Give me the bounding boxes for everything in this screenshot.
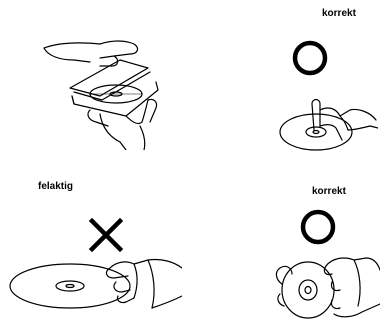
incorrect-symbol [88, 218, 124, 252]
incorrect-label: felaktig [38, 181, 73, 192]
correct-symbol-bottom [298, 207, 338, 247]
correct-label-bottom: korrekt [312, 186, 346, 197]
hand-surface-disc-icon [6, 252, 182, 316]
correct-label-top: korrekt [322, 8, 356, 19]
finger-center-disc-icon [278, 90, 378, 155]
hand-disc-case-icon [30, 30, 180, 150]
disc-edge-grip-illustration [270, 246, 380, 320]
disc-case-illustration [30, 30, 180, 150]
circle-correct-icon [298, 207, 338, 247]
disc-center-grip-illustration [278, 90, 378, 155]
correct-symbol-top [290, 38, 330, 78]
hands-edge-disc-icon [270, 246, 380, 320]
disc-wrong-grip-illustration [6, 252, 182, 316]
cross-incorrect-icon [88, 218, 124, 252]
circle-correct-icon [290, 38, 330, 78]
